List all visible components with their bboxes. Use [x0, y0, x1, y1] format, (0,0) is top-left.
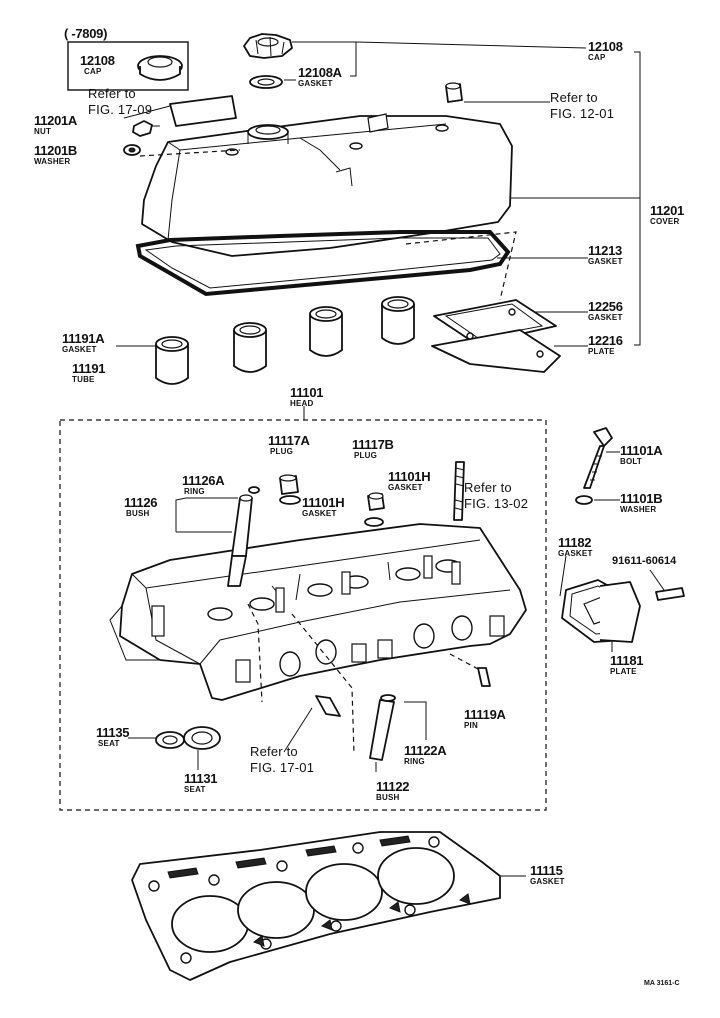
- label-11117b-name: PLUG: [354, 451, 378, 460]
- label-12108a-name: GASKET: [298, 79, 333, 88]
- label-12108-name: CAP: [588, 53, 606, 62]
- reference-12-01-line2: FIG. 12-01: [550, 106, 615, 121]
- label-11201b-number: 11201B: [34, 143, 78, 158]
- label-11201-name: COVER: [650, 217, 680, 226]
- reference-13-02: Refer to FIG. 13-02: [464, 480, 528, 512]
- spark-plug-tubes-drawing: [155, 296, 415, 385]
- reference-13-02-line1: Refer to: [464, 480, 512, 495]
- label-11115-name: GASKET: [530, 877, 565, 886]
- label-11119a-number: 11119A: [464, 707, 506, 722]
- label-11135-number: 11135: [96, 725, 130, 740]
- label-11191a-name: GASKET: [62, 345, 97, 354]
- reference-17-09-line2: FIG. 17-09: [88, 102, 153, 117]
- label-11101-number: 11101: [290, 385, 324, 400]
- reference-17-09-line1: Refer to: [88, 86, 136, 101]
- label-11126a-name: RING: [184, 487, 205, 496]
- label-11131-name: SEAT: [184, 785, 206, 794]
- seal-pad-drawing: [169, 95, 237, 127]
- label-11101b-number: 11101B: [620, 491, 663, 506]
- bush-11122-drawing: [369, 694, 396, 761]
- breather-fitting-drawing: [445, 82, 463, 103]
- label-12216-number: 12216: [588, 333, 623, 348]
- label-11126a-number: 11126A: [182, 473, 225, 488]
- label-11126-number: 11126: [124, 495, 158, 510]
- label-11101b-name: WASHER: [620, 505, 657, 514]
- label-11101h-a-number: 11101H: [302, 495, 345, 510]
- reference-17-09: Refer to FIG. 17-09: [88, 86, 152, 118]
- label-11115-number: 11115: [530, 863, 563, 878]
- label-11117b-number: 11117B: [352, 437, 394, 452]
- reference-12-01-line1: Refer to: [550, 90, 598, 105]
- reference-13-02-line2: FIG. 13-02: [464, 496, 529, 511]
- label-11191-number: 11191: [72, 361, 106, 376]
- label-11181-name: PLATE: [610, 667, 637, 676]
- label-11101h-b-name: GASKET: [388, 483, 423, 492]
- label-11201b-name: WASHER: [34, 157, 71, 166]
- label-11201a-name: NUT: [34, 127, 52, 136]
- pcv-gasket-and-plate-drawing: [431, 299, 561, 373]
- variant-part-name: CAP: [84, 67, 102, 76]
- head-bolt-drawing: [575, 427, 613, 505]
- label-11101-name: HEAD: [290, 399, 314, 408]
- label-11182-name: GASKET: [558, 549, 593, 558]
- label-11122a-name: RING: [404, 757, 425, 766]
- label-11213-number: 11213: [588, 243, 622, 258]
- plug-11117a-drawing: [279, 474, 301, 505]
- variant-box-frame: [67, 41, 189, 91]
- label-11122a-number: 11122A: [404, 743, 447, 758]
- plug-11117b-drawing: [364, 492, 385, 527]
- label-11182-number: 11182: [558, 535, 592, 550]
- cylinder-head-drawing: [109, 523, 527, 701]
- head-gasket-drawing: [131, 831, 501, 981]
- label-11213-name: GASKET: [588, 257, 623, 266]
- reference-17-01-line2: FIG. 17-01: [250, 760, 315, 775]
- label-11191-name: TUBE: [72, 375, 95, 384]
- label-11131-number: 11131: [184, 771, 218, 786]
- label-12108a-number: 12108A: [298, 65, 342, 80]
- label-11201-number: 11201: [650, 203, 684, 218]
- reference-17-01-line1: Refer to: [250, 744, 298, 759]
- valve-seat-drawing: [155, 726, 221, 750]
- variant-range-label: ( -7809): [64, 26, 108, 41]
- label-11122-name: BUSH: [376, 793, 400, 802]
- cover-gasket-drawing: [135, 230, 511, 297]
- valve-cover-drawing: [141, 113, 513, 257]
- head-assembly-frame: [59, 419, 547, 811]
- bush-11126-drawing: [227, 486, 260, 587]
- label-11181-number: 11181: [610, 653, 644, 668]
- pin-drawing: [477, 667, 491, 687]
- label-11101a-number: 11101A: [620, 443, 663, 458]
- label-11101h-a-name: GASKET: [302, 509, 337, 518]
- label-12256-number: 12256: [588, 299, 623, 314]
- dowel-pin-drawing: [315, 695, 341, 717]
- label-11191a-number: 11191A: [62, 331, 105, 346]
- stud-bolt-drawing: [453, 461, 465, 521]
- label-11122-number: 11122: [376, 779, 410, 794]
- label-11101h-b-number: 11101H: [388, 469, 431, 484]
- label-11135-name: SEAT: [98, 739, 120, 748]
- reference-17-01: Refer to FIG. 17-01: [250, 744, 314, 776]
- washer-drawing: [123, 144, 141, 156]
- label-11126-name: BUSH: [126, 509, 150, 518]
- oil-filler-cap-drawing: [243, 33, 293, 59]
- label-11201a-number: 11201A: [34, 113, 78, 128]
- label-11117a-number: 11117A: [268, 433, 310, 448]
- label-11101a-name: BOLT: [620, 457, 642, 466]
- label-11119a-name: PIN: [464, 721, 478, 730]
- label-12256-name: GASKET: [588, 313, 623, 322]
- variant-part-number: 12108: [80, 53, 115, 68]
- label-91611-number: 91611-60614: [612, 555, 677, 567]
- label-11117a-name: PLUG: [270, 447, 294, 456]
- filler-cap-gasket-drawing: [249, 75, 283, 89]
- cap-variant-drawing: [137, 55, 183, 81]
- label-12108-number: 12108: [588, 39, 623, 54]
- nut-drawing: [132, 120, 153, 137]
- label-12216-name: PLATE: [588, 347, 615, 356]
- reference-12-01: Refer to FIG. 12-01: [550, 90, 614, 122]
- drawing-code: MA 3161-C: [644, 980, 680, 987]
- side-plate-drawing: [561, 579, 685, 643]
